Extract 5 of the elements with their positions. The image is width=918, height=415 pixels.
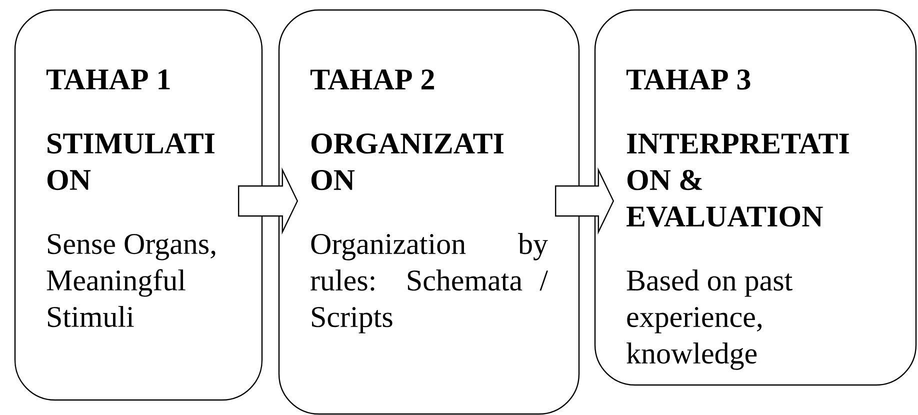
stage-box: TAHAP 1 STIMULATI ON Sense Organs, Meaningful Stimuli: [14, 9, 263, 401]
block-arrow: [238, 167, 298, 235]
stage-box: TAHAP 3 INTERPRETATI ON & EVALUATION Based on past experience, knowledge: [594, 9, 917, 386]
block-arrow: [555, 167, 614, 235]
stage-box: TAHAP 2 ORGANIZATI ON Organization by rules: Schemata / Scripts: [278, 9, 580, 415]
